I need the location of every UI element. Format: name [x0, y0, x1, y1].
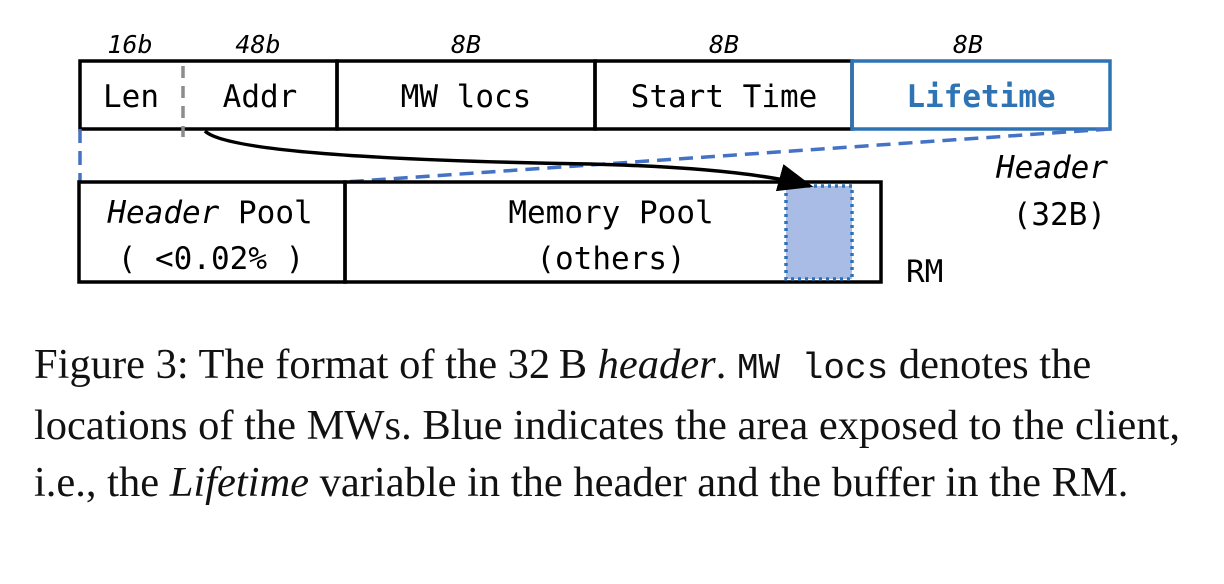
field-label-start-time: Start Time [631, 79, 818, 115]
header-label-size: (32B) [1013, 197, 1106, 233]
memory-pool-box [343, 180, 883, 284]
field-label-len: Len [103, 79, 159, 115]
caption-part-3: denotes the locations of the MWs. Blue i… [34, 341, 1180, 506]
caption-header-word: header [597, 341, 716, 388]
rm-label: RM [906, 254, 943, 290]
header-pool-line1: Header Pool [106, 195, 312, 231]
header-pool-line2: ( <0.02% ) [118, 241, 305, 277]
header-pool-italic: Header [106, 195, 219, 231]
size-label-addr: 48b [235, 30, 280, 59]
addr-pointer-arrow [203, 129, 814, 192]
header-format-diagram: 16b 48b 8B 8B 8B Len Addr MW locs Start … [77, 30, 1112, 290]
caption-part-1: Figure 3: The format of the 32 B [34, 341, 598, 388]
header-label-title: Header [995, 150, 1108, 186]
memory-pool-line1: Memory Pool [508, 195, 713, 231]
field-box-lifetime [850, 59, 1112, 131]
rm-region [77, 180, 883, 284]
memory-pool-line2: (others) [536, 241, 685, 277]
caption-part-4: variable in the header and the buffer in… [309, 459, 1129, 506]
field-label-mw-locs: MW locs [401, 79, 532, 115]
caption-part-2: . [715, 341, 737, 388]
size-label-lifetime: 8B [953, 30, 983, 59]
header-pool-rest: Pool [219, 195, 312, 231]
size-label-start-time: 8B [709, 30, 739, 59]
caption-lifetime-word: Lifetime [169, 459, 310, 506]
field-label-addr: Addr [223, 79, 298, 115]
header-zoom-line-diagonal [344, 127, 1111, 184]
size-label-len: 16b [107, 30, 152, 59]
exposed-buffer [784, 184, 854, 281]
field-label-lifetime: Lifetime [906, 79, 1055, 115]
caption-mono-mw-locs: MW locs [736, 348, 889, 389]
header-fields [78, 59, 1112, 137]
size-label-mw-locs: 8B [451, 30, 481, 59]
figure-caption: Figure 3: The format of the 32 B header.… [34, 336, 1194, 511]
